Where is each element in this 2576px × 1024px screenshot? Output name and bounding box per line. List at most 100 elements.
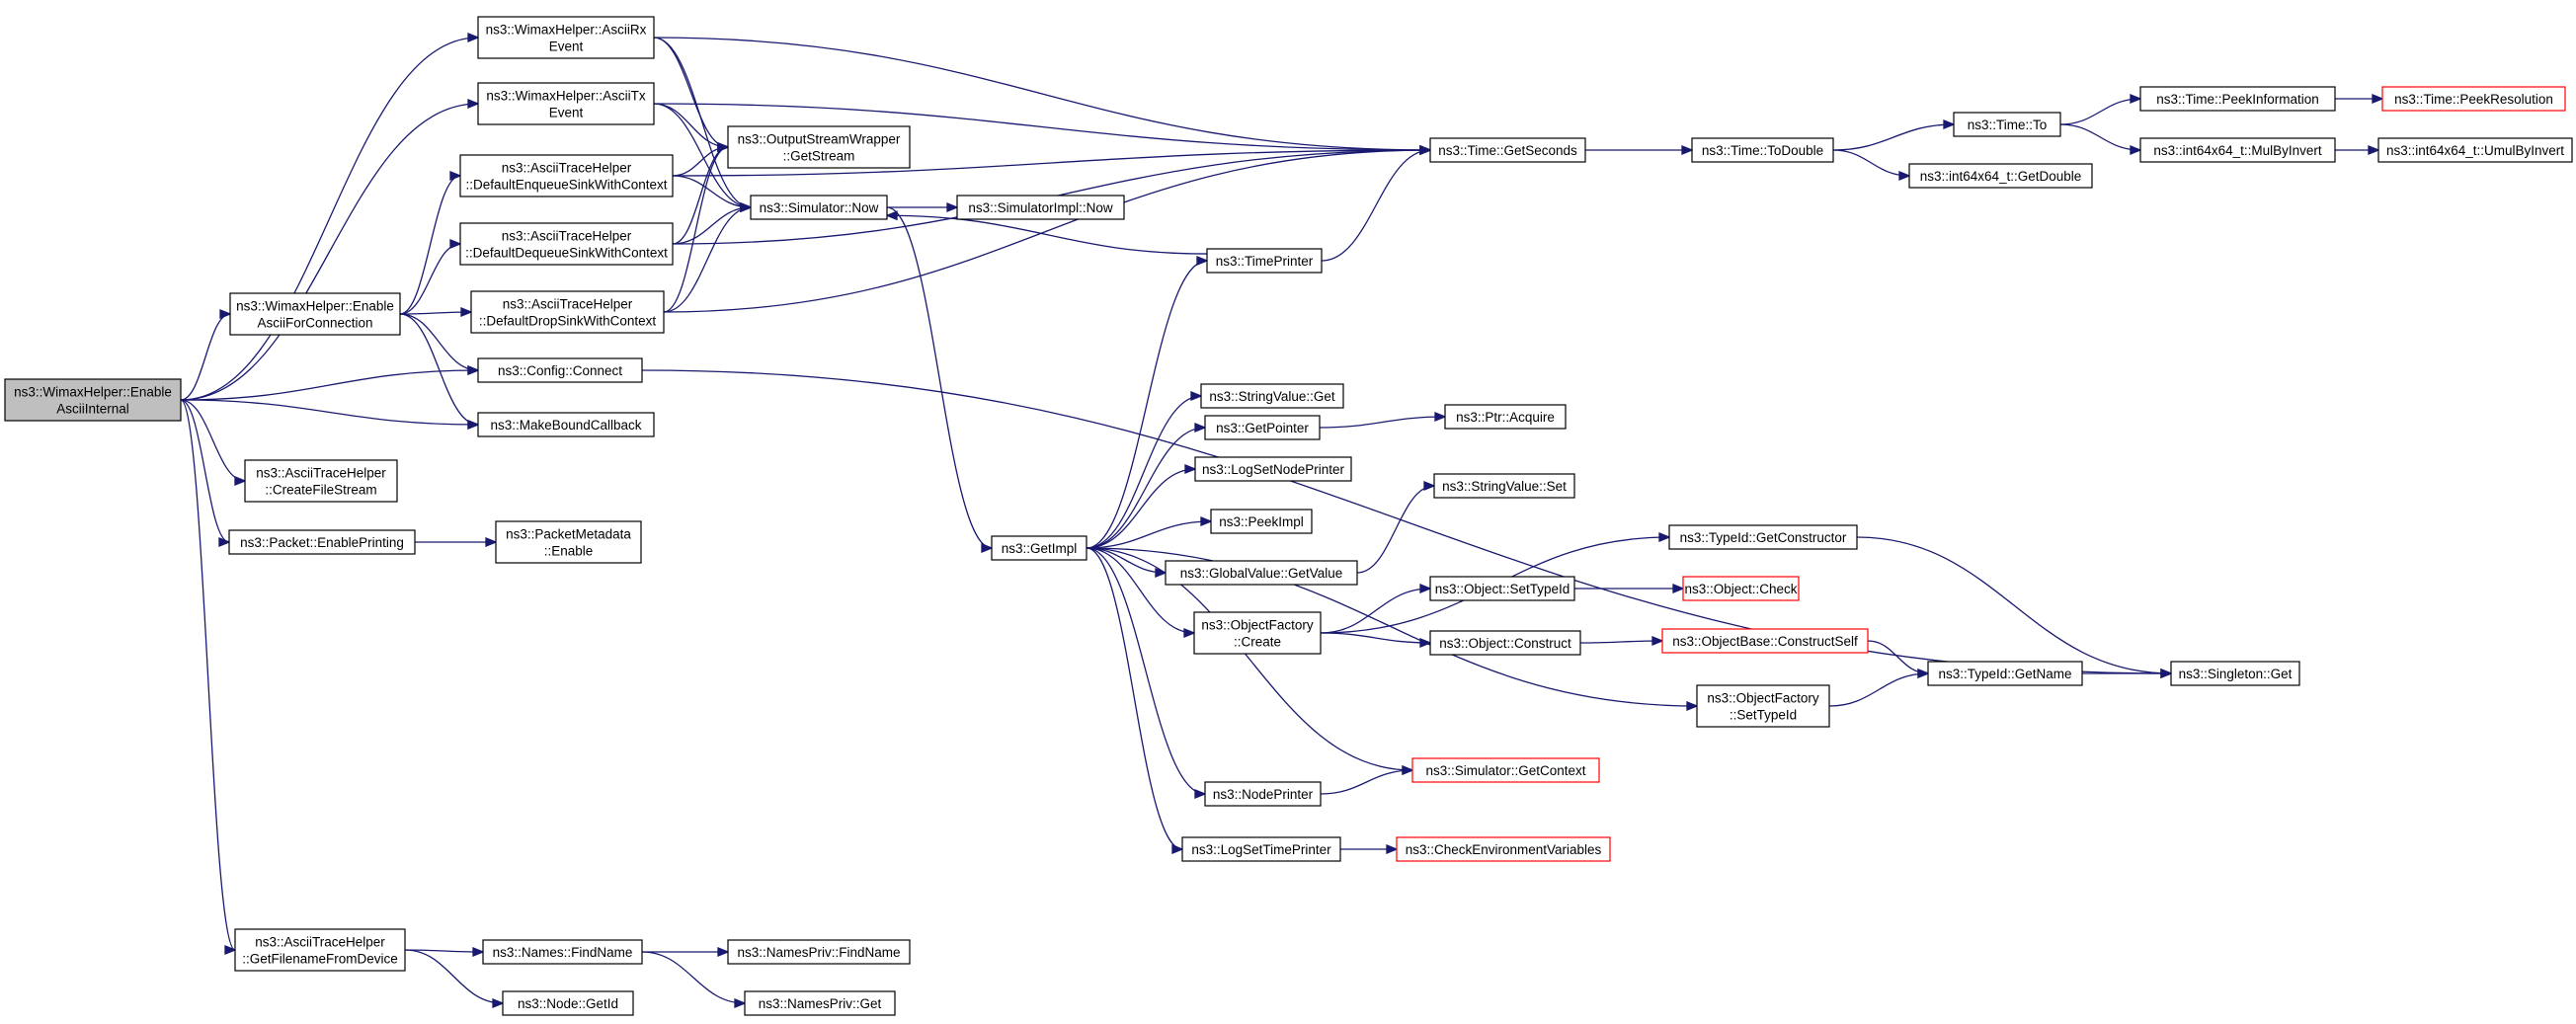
edge-line (1086, 547, 1206, 795)
function-node-toDouble[interactable]: ns3::Time::ToDouble (1691, 137, 1834, 163)
function-node-ofSetTypeId[interactable]: ns3::ObjectFactory::SetTypeId (1696, 684, 1830, 728)
function-node-packetEnable[interactable]: ns3::Packet::EnablePrinting (228, 529, 416, 555)
function-node-ofCreate[interactable]: ns3::ObjectFactory::Create (1193, 611, 1322, 655)
function-node-npGet[interactable]: ns3::NamesPriv::Get (744, 990, 896, 1016)
node-label: ns3::NodePrinter (1213, 787, 1314, 802)
function-node-mulByInvert[interactable]: ns3::int64x64_t::MulByInvert (2139, 137, 2336, 163)
node-box (2170, 661, 2300, 686)
function-node-setTypeId[interactable]: ns3::Object::SetTypeId (1429, 576, 1575, 601)
node-label: ns3::WimaxHelper::Enable (14, 385, 172, 400)
call-nodes: ns3::WimaxHelper::EnableAsciiInternalns3… (4, 16, 2573, 1016)
call-edge-getImpl-to-ofSetTypeId (1086, 547, 1699, 711)
function-node-npFindName[interactable]: ns3::NamesPriv::FindName (727, 939, 911, 965)
node-label: ns3::int64x64_t::MulByInvert (2153, 143, 2322, 158)
function-node-simGetContext[interactable]: ns3::Simulator::GetContext (1411, 757, 1600, 783)
edge-line (180, 369, 479, 401)
function-node-objCheck[interactable]: ns3::Object::Check (1682, 576, 1800, 601)
function-node-simImplNow[interactable]: ns3::SimulatorImpl::Now (956, 195, 1125, 220)
function-node-logSetNode[interactable]: ns3::LogSetNodePrinter (1194, 456, 1352, 482)
function-node-makeBound[interactable]: ns3::MakeBoundCallback (477, 412, 655, 437)
edge-line (180, 37, 479, 401)
function-node-findName[interactable]: ns3::Names::FindName (482, 939, 643, 965)
node-label: ns3::PeekImpl (1219, 514, 1304, 529)
edge-line (1086, 520, 1212, 549)
function-node-peekInfo[interactable]: ns3::Time::PeekInformation (2139, 86, 2336, 112)
call-edge-simNow-to-simImplNow (886, 202, 959, 212)
call-edge-root-to-enableConn (180, 309, 232, 401)
arrowhead (467, 365, 480, 375)
arrowhead (1183, 628, 1196, 638)
function-node-timeTo[interactable]: ns3::Time::To (1953, 112, 2061, 137)
function-node-getPointer[interactable]: ns3::GetPointer (1204, 415, 1321, 440)
node-label: ns3::Time::ToDouble (1702, 143, 1823, 158)
node-label: ns3::WimaxHelper::AsciiRx (486, 23, 647, 38)
function-node-objConstruct[interactable]: ns3::Object::Construct (1429, 630, 1581, 656)
call-edge-timePrinter-to-simNow (885, 210, 1208, 255)
node-box (727, 939, 911, 965)
function-node-getConstructor[interactable]: ns3::TypeId::GetConstructor (1668, 524, 1858, 550)
call-edge-getImpl-to-strGet (1086, 391, 1203, 549)
call-edge-dropSink-to-simNow (663, 202, 753, 313)
node-label: ns3::MakeBoundCallback (490, 418, 641, 433)
function-node-enqSink[interactable]: ns3::AsciiTraceHelper::DefaultEnqueueSin… (459, 154, 674, 197)
node-label: ns3::TypeId::GetConstructor (1680, 530, 1847, 545)
function-node-checkEnv[interactable]: ns3::CheckEnvironmentVariables (1396, 836, 1611, 862)
call-edge-ofCreate-to-setTypeId (1320, 584, 1432, 634)
node-box (477, 82, 655, 125)
function-node-logSetTime[interactable]: ns3::LogSetTimePrinter (1181, 836, 1341, 862)
function-node-strSet[interactable]: ns3::StringValue::Set (1433, 473, 1575, 499)
call-edge-timeTo-to-mulByInvert (2059, 123, 2142, 155)
function-node-gvGetValue[interactable]: ns3::GlobalValue::GetValue (1165, 560, 1358, 586)
function-node-ptrAcquire[interactable]: ns3::Ptr::Acquire (1444, 404, 1567, 430)
function-node-singletonGet[interactable]: ns3::Singleton::Get (2170, 661, 2300, 686)
edge-line (672, 149, 1431, 177)
function-node-simNow[interactable]: ns3::Simulator::Now (750, 195, 888, 220)
node-box (1181, 836, 1341, 862)
call-edge-timePrinter-to-getSeconds (1321, 145, 1432, 262)
edge-line (663, 149, 1431, 313)
function-node-pmEnable[interactable]: ns3::PacketMetadata::Enable (495, 520, 642, 564)
function-node-osw[interactable]: ns3::OutputStreamWrapper::GetStream (727, 125, 911, 169)
node-box (1444, 404, 1567, 430)
node-box (495, 520, 642, 564)
function-node-getImpl[interactable]: ns3::GetImpl (991, 535, 1087, 561)
function-node-strGet[interactable]: ns3::StringValue::Get (1200, 383, 1344, 409)
function-node-nodePrinter[interactable]: ns3::NodePrinter (1204, 781, 1322, 807)
arrowhead (1155, 568, 1167, 578)
function-node-dropSink[interactable]: ns3::AsciiTraceHelper::DefaultDropSinkWi… (470, 290, 665, 334)
function-node-configConnect[interactable]: ns3::Config::Connect (477, 357, 643, 383)
function-node-tidGetName[interactable]: ns3::TypeId::GetName (1927, 661, 2083, 686)
edge-line (2059, 98, 2141, 125)
node-box (1429, 630, 1581, 656)
function-node-peekRes[interactable]: ns3::Time::PeekResolution (2381, 86, 2566, 112)
call-edge-getPointer-to-ptrAcquire (1319, 412, 1447, 429)
node-label: ns3::GlobalValue::GetValue (1180, 566, 1343, 581)
node-label: ns3::Singleton::Get (2179, 667, 2293, 681)
function-node-getSeconds[interactable]: ns3::Time::GetSeconds (1429, 137, 1586, 163)
edge-line (1086, 395, 1202, 549)
function-node-constructSelf[interactable]: ns3::ObjectBase::ConstructSelf (1661, 628, 1869, 654)
function-node-enableConn[interactable]: ns3::WimaxHelper::EnableAsciiForConnecti… (229, 292, 401, 336)
edge-line (1320, 588, 1431, 634)
function-node-timePrinter[interactable]: ns3::TimePrinter (1206, 248, 1323, 274)
function-node-getFilename[interactable]: ns3::AsciiTraceHelper::GetFilenameFromDe… (234, 928, 406, 972)
node-box (744, 990, 896, 1016)
function-node-umulByInvert[interactable]: ns3::int64x64_t::UmulByInvert (2377, 137, 2573, 163)
arrowhead (460, 307, 473, 317)
function-node-peekImpl[interactable]: ns3::PeekImpl (1210, 509, 1313, 534)
edge-line (1579, 640, 1663, 644)
call-edge-peekInfo-to-peekRes (2335, 94, 2384, 104)
function-node-createFile[interactable]: ns3::AsciiTraceHelper::CreateFileStream (244, 459, 398, 503)
arrowhead (1434, 412, 1447, 422)
arrowhead (740, 202, 753, 212)
edge-line (641, 951, 746, 1004)
arrowhead (734, 998, 747, 1008)
function-node-int64GetDouble[interactable]: ns3::int64x64_t::GetDouble (1908, 163, 2093, 189)
call-edge-enableConn-to-configConnect (399, 313, 480, 375)
function-node-nodeGetId[interactable]: ns3::Node::GetId (502, 990, 634, 1016)
function-node-deqSink[interactable]: ns3::AsciiTraceHelper::DefaultDequeueSin… (459, 222, 674, 266)
node-label: ns3::int64x64_t::UmulByInvert (2386, 143, 2564, 158)
